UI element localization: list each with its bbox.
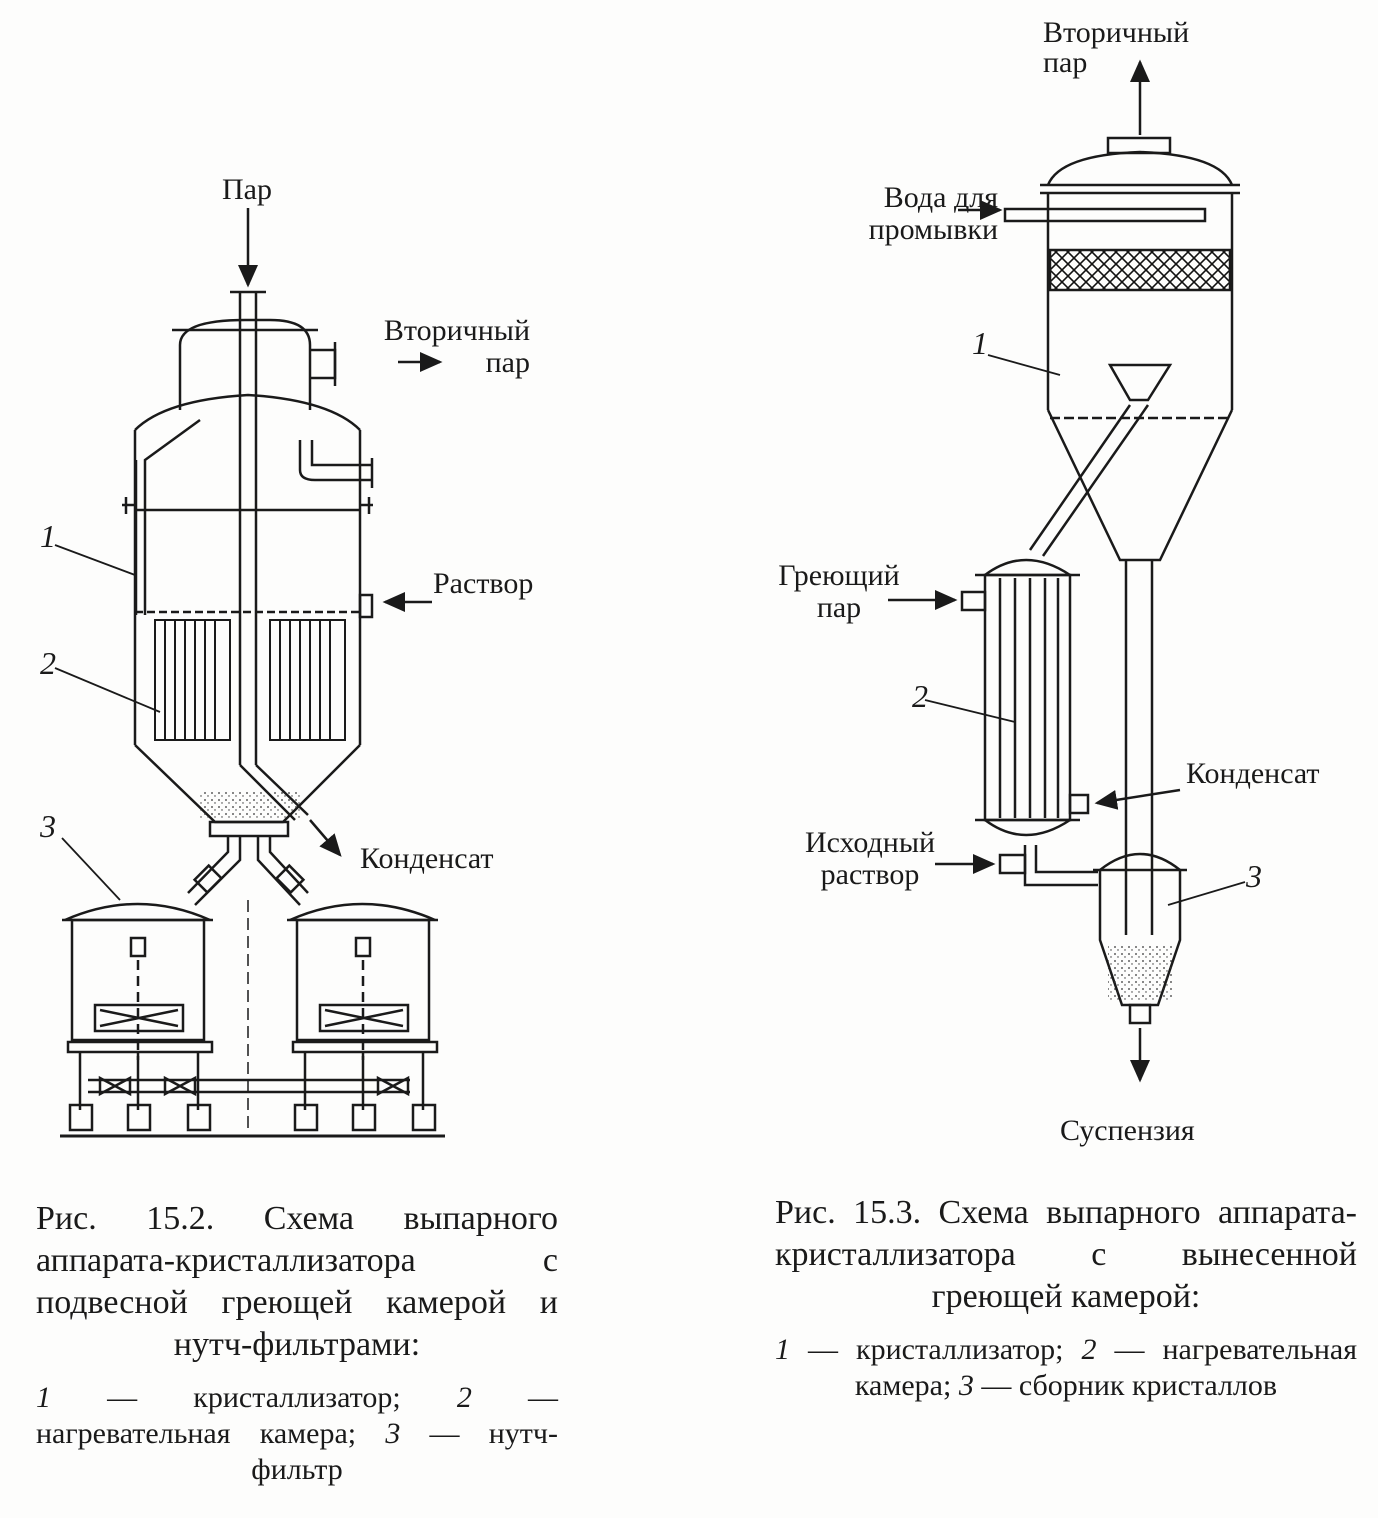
separator-hood xyxy=(172,318,337,410)
crystallizer-body xyxy=(122,430,373,745)
marker-1-left: 1 xyxy=(40,518,56,554)
legend-text: — нутч-фильтр xyxy=(251,1417,558,1486)
legend-num: 3 xyxy=(958,1369,974,1402)
fig-15-3-drawing xyxy=(888,59,1246,1083)
caption-legend-left: 1 — кристаллизатор; 2 — нагревательная к… xyxy=(36,1380,558,1488)
marker-1-right: 1 xyxy=(972,325,988,361)
legend-num: 1 xyxy=(36,1381,51,1414)
feed-pipe xyxy=(1023,845,1098,887)
left-circulation-pipe xyxy=(134,418,201,615)
top-dome xyxy=(134,393,361,431)
outlet-elbow xyxy=(298,440,372,482)
label-feed-solution: Исходный раствор xyxy=(804,826,936,891)
marker-2-left: 2 xyxy=(40,645,56,681)
legend-text: — сборник кристаллов xyxy=(973,1369,1278,1402)
crystal-collector xyxy=(1093,852,1187,1025)
label-secondary-steam-right: Вторичный пар xyxy=(1043,16,1190,79)
label-condensate-right: Конденсат xyxy=(1186,757,1320,790)
legend-text: — кристаллизатор; xyxy=(790,1333,1082,1366)
marker-3-right: 3 xyxy=(1246,858,1262,894)
caption-legend-right: 1 — кристаллизатор; 2 — нагревательная к… xyxy=(775,1332,1357,1404)
y-branch-outlet xyxy=(187,836,309,906)
heating-chamber xyxy=(960,558,1090,837)
caption-fig-15-3: Рис. 15.3. Схема выпарного аппарата-крис… xyxy=(775,1192,1357,1404)
nutsche-filter-left xyxy=(62,902,214,1132)
marker-2-right: 2 xyxy=(912,678,928,714)
legend-num: 2 xyxy=(456,1381,472,1414)
legend-text: — нагревательная камера; xyxy=(854,1333,1358,1402)
crystallizer-shell xyxy=(1046,193,1234,562)
legend-num: 3 xyxy=(385,1417,401,1450)
drain-line xyxy=(88,1075,410,1097)
wash-water-pipe xyxy=(1003,207,1207,223)
collector-sediment xyxy=(1108,945,1172,1000)
heating-tubes xyxy=(154,619,346,741)
riser-pipe xyxy=(1028,404,1150,557)
label-condensate-left: Конденсат xyxy=(360,842,494,875)
downcomer-pipe xyxy=(1124,560,1154,935)
marker-3-left: 3 xyxy=(40,808,56,844)
legend-num: 2 xyxy=(1081,1333,1097,1366)
central-steam-pipe xyxy=(230,290,309,821)
fig-15-2-drawing xyxy=(54,208,445,1138)
label-solution: Раствор xyxy=(433,567,534,600)
caption-title-right: Рис. 15.3. Схема выпарного аппарата-крис… xyxy=(775,1194,1357,1315)
label-wash-water: Вода для промывки xyxy=(868,181,998,246)
label-steam-in: Пар xyxy=(222,173,272,206)
legend-text: — нагревательная камера; xyxy=(36,1381,558,1450)
caption-title-left: Рис. 15.2. Схема выпарного аппарата-крис… xyxy=(36,1200,558,1363)
label-suspension: Суспензия xyxy=(1060,1114,1195,1147)
legend-num: 1 xyxy=(775,1333,790,1366)
nutsche-filter-right xyxy=(287,902,439,1132)
label-secondary-steam-left: Вторичный пар xyxy=(383,314,530,379)
cone-sediment xyxy=(200,790,300,820)
mesh-packing xyxy=(1048,248,1232,292)
caption-fig-15-2: Рис. 15.2. Схема выпарного аппарата-крис… xyxy=(36,1198,558,1488)
label-heating-steam: Греющий пар xyxy=(778,559,900,624)
legend-text: — кристаллизатор; xyxy=(51,1381,457,1414)
top-lid xyxy=(1040,136,1240,195)
inner-funnel xyxy=(1107,363,1173,402)
